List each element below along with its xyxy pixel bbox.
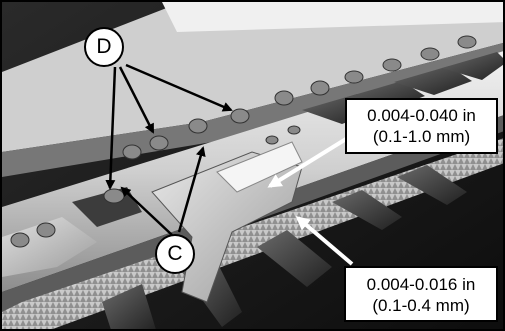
d-leader-arrows — [105, 63, 233, 190]
upper-clearance-mm: (0.1-1.0 mm) — [372, 127, 471, 146]
hold-down-plate — [216, 141, 303, 193]
clearance-arrows — [267, 137, 354, 266]
lower-clearance-mm: (0.1-0.4 mm) — [372, 296, 470, 315]
label-d: D — [84, 27, 124, 67]
upper-clearance-inches: 0.004-0.040 in — [367, 106, 476, 125]
upper-frame — [2, 2, 503, 152]
lower-clearance-inches: 0.004-0.016 in — [366, 275, 476, 294]
knife-sections — [2, 138, 503, 329]
upper-clearance-callout: 0.004-0.040 in (0.1-1.0 mm) — [345, 98, 498, 154]
frame-edge — [2, 43, 503, 177]
left-guard — [2, 217, 97, 277]
lower-clearance-callout: 0.004-0.016 in (0.1-0.4 mm) — [344, 266, 498, 322]
upper-frame-highlight — [162, 2, 503, 32]
bolts — [10, 35, 477, 248]
label-c: C — [155, 234, 195, 274]
c-leader-arrows — [120, 146, 206, 236]
